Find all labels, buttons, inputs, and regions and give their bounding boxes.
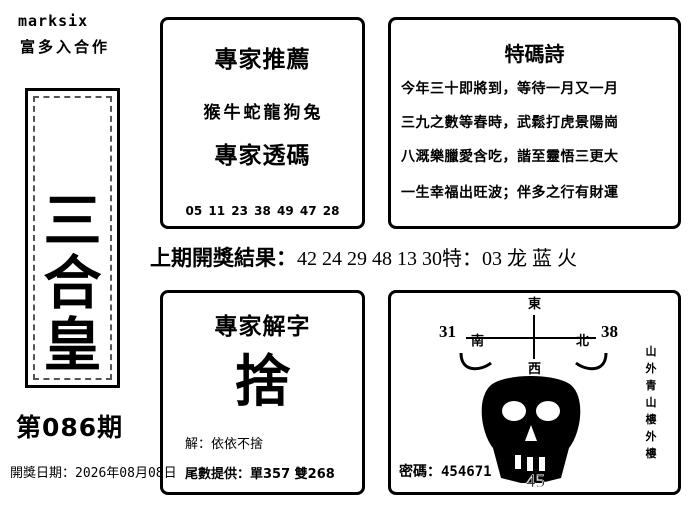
last-result-value: 42 24 29 48 13 30特：03 龙 蓝 火 [297, 248, 577, 270]
word-title: 專家解字 [214, 313, 311, 340]
poem-line: 八溉樂臘愛含吃，諧至靈悟三更大 [401, 149, 619, 165]
last-result-label: 上期開獎結果： [150, 246, 297, 270]
verse-char: 樓 [645, 413, 657, 426]
expert-title: 專家推薦 [214, 46, 311, 73]
poem-line: 今年三十即將到，等待一月又一月 [401, 81, 619, 97]
verse-char: 山 [645, 396, 657, 409]
title-frame [25, 88, 120, 388]
draw-date: 開獎日期：2026年08月08日 [10, 466, 177, 481]
title-char-3: 皇 [43, 311, 102, 379]
horn-right-icon [575, 352, 608, 371]
verse-char: 青 [645, 379, 657, 392]
title-char-2: 合 [43, 249, 102, 317]
last-result: 上期開獎結果：42 24 29 48 13 30特：03 龙 蓝 火 [150, 242, 577, 272]
verse-char: 外 [645, 362, 657, 375]
title-char-1: 三 [43, 187, 102, 255]
page-title: 三 合 皇 [25, 190, 120, 376]
verse-char: 山 [645, 345, 657, 358]
compass-panel: 東 西 南 北 31 38 45 密碼：454671 山 外 青 山 樓 外 樓 [388, 290, 681, 495]
compass-west: 西 [528, 362, 541, 377]
expert-zodiac: 猴牛蛇龍狗兔 [203, 103, 324, 123]
compass-diagram: 東 西 南 北 31 38 45 [439, 296, 618, 492]
compass-north: 北 [576, 334, 589, 349]
poem-panel: 特碼詩 今年三十即將到，等待一月又一月 三九之數等春時，武鬆打虎景陽崗 八溉樂臘… [388, 17, 681, 229]
poem-title: 特碼詩 [504, 42, 565, 66]
skull-icon [481, 376, 581, 483]
verse-char: 樓 [645, 447, 657, 460]
compass-bottom-number: 45 [526, 471, 545, 492]
vertical-verse: 山 外 青 山 樓 外 樓 [641, 343, 661, 462]
expert-numbers: 05 11 23 38 49 47 28 [185, 204, 340, 218]
issue-number: 第086期 [16, 413, 124, 442]
secret-code: 密碼：454671 [399, 464, 492, 480]
title-frame-inner [33, 96, 112, 380]
horn-left-icon [459, 352, 492, 371]
word-char: 捨 [234, 349, 291, 415]
poem-line: 一生幸福出旺波；伴多之行有財運 [401, 185, 619, 201]
expert-panel: 專家推薦 猴牛蛇龍狗兔 專家透碼 05 11 23 38 49 47 28 [160, 17, 365, 229]
expert-code-title: 專家透碼 [214, 142, 311, 169]
brand-logo-text: marksix [18, 12, 89, 30]
verse-char: 外 [645, 430, 657, 443]
compass-south: 南 [471, 333, 484, 349]
word-hint: 解：依依不捨 [185, 437, 264, 452]
compass-right-number: 38 [601, 322, 618, 341]
tail-numbers: 尾數提供：單357 雙268 [185, 467, 335, 482]
poem-line: 三九之數等春時，武鬆打虎景陽崗 [401, 115, 619, 131]
compass-east: 東 [528, 296, 541, 312]
brand-subtitle: 富多入合作 [20, 38, 111, 56]
word-panel: 專家解字 捨 解：依依不捨 尾數提供：單357 雙268 [160, 290, 365, 495]
compass-left-number: 31 [439, 322, 456, 341]
